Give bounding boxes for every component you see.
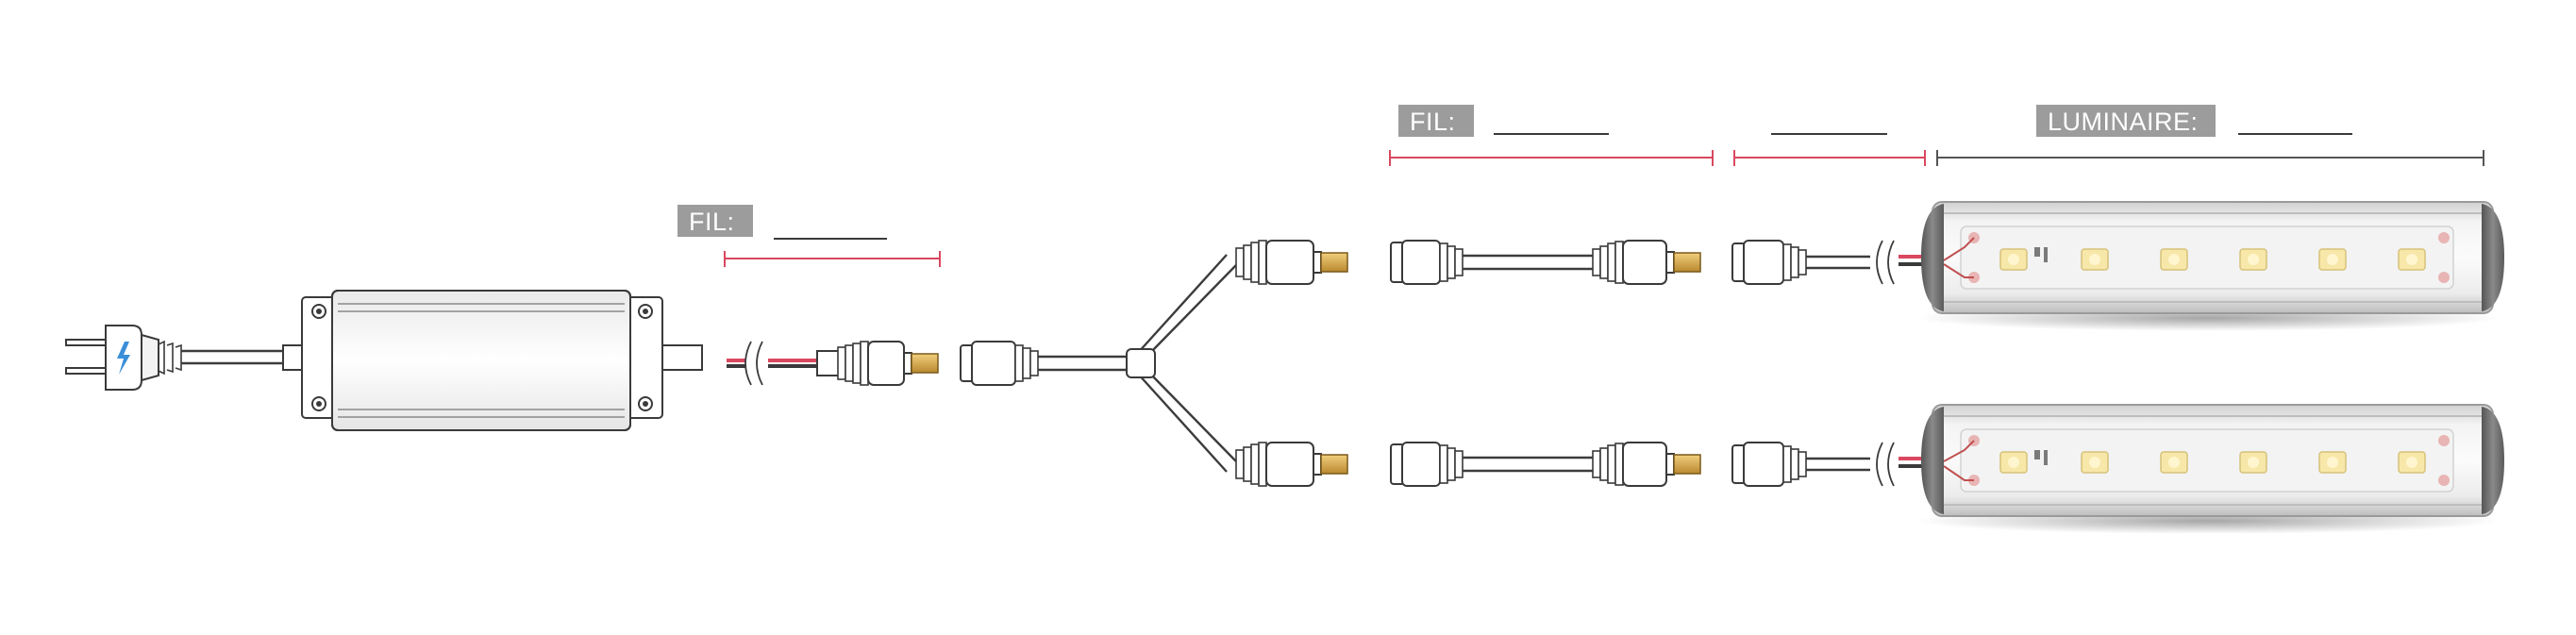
y-splitter — [960, 240, 1348, 487]
end-cap-left — [1921, 407, 1944, 514]
splitter-junction — [1126, 348, 1156, 378]
luminaire-bracket — [1936, 150, 2484, 166]
led-strip — [1960, 226, 2454, 290]
plug-icon — [65, 325, 182, 391]
led-fixture-upper — [1915, 201, 2504, 331]
fixture-lead-lower — [1731, 442, 1925, 487]
end-cap-left — [1921, 204, 1944, 311]
connector-lead-bracket — [1733, 150, 1926, 166]
end-cap-right — [2482, 204, 2504, 311]
end-cap-right — [2482, 407, 2504, 514]
lightning-bolt-icon — [117, 342, 130, 375]
wire-output-label-text: FIL: — [1410, 108, 1456, 136]
luminaire-label: LUMINAIRE: — [2036, 105, 2352, 137]
ac-cord — [181, 349, 283, 365]
extension-cable-upper — [1390, 240, 1701, 285]
led-chips — [1999, 248, 2426, 271]
led-fixture-lower — [1915, 404, 2504, 534]
extension-cable-lower — [1390, 442, 1701, 487]
luminaire-label-text: LUMINAIRE: — [2048, 108, 2199, 136]
power-supply — [282, 290, 703, 431]
wire-output-bracket — [1389, 150, 1714, 166]
led-chips — [1999, 451, 2426, 474]
splitter-upper-connector — [1235, 240, 1348, 285]
label-box — [2036, 105, 2216, 137]
dc-male-connector — [816, 341, 939, 386]
connector-tip — [911, 353, 939, 374]
fixture-lead-upper — [1731, 240, 1925, 285]
wire-input-label: FIL: — [677, 205, 887, 240]
wire-input-label-text: FIL: — [689, 208, 735, 236]
label-box — [677, 205, 753, 237]
splitter-lower-connector — [1235, 442, 1348, 487]
wire-output-label: FIL: — [1398, 105, 1609, 137]
wire-input-bracket — [724, 251, 941, 267]
label-box — [1398, 105, 1474, 137]
input-wire-break — [727, 341, 821, 386]
led-strip — [1960, 428, 2454, 493]
